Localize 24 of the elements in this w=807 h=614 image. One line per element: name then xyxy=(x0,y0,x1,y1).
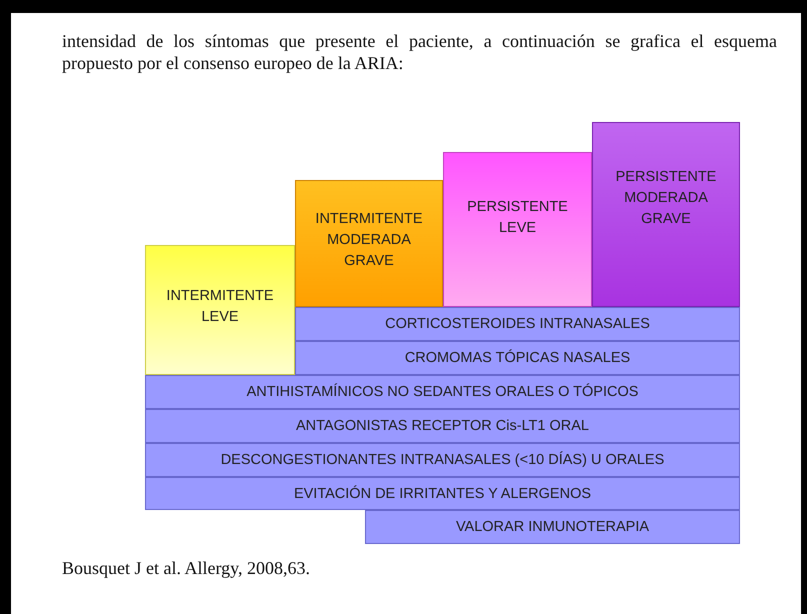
treatment-label: DESCONGESTIONANTES INTRANASALES (<10 DÍAS) U ORALES xyxy=(220,452,664,468)
treatment-bar xyxy=(145,375,740,409)
category-label: PERSISTENTE MODERADA GRAVE xyxy=(614,168,718,229)
category-box xyxy=(443,152,592,307)
category-box xyxy=(592,122,740,307)
treatment-label: EVITACIÓN DE IRRITANTES Y ALERGENOS xyxy=(294,486,592,502)
treatment-bar xyxy=(145,409,740,443)
category-label: INTERMITENTE LEVE xyxy=(165,287,275,327)
category-label: PERSISTENTE LEVE xyxy=(466,198,569,238)
treatment-bar xyxy=(365,510,740,544)
treatment-label: ANTIHISTAMÍNICOS NO SEDANTES ORALES O TÓPICOS xyxy=(246,384,638,400)
treatment-label: CROMOMAS TÓPICAS NASALES xyxy=(404,350,630,366)
treatment-label: VALORAR INMUNOTERAPIA xyxy=(456,519,650,535)
treatment-label: ANTAGONISTAS RECEPTOR Cis-LT1 ORAL xyxy=(296,418,589,434)
category-label: INTERMITENTE MODERADA GRAVE xyxy=(314,210,424,271)
treatment-bar xyxy=(295,341,740,375)
treatment-bar xyxy=(295,307,740,341)
category-box xyxy=(295,180,443,307)
category-box xyxy=(145,245,295,375)
treatment-bar xyxy=(145,477,740,510)
intro-paragraph: intensidad de los síntomas que presente el paciente, a continuación se grafica el esquema propuesto por el consenso europeo de la ARIA: xyxy=(62,30,777,74)
treatment-bar xyxy=(145,443,740,477)
citation: Bousquet J et al. Allergy, 2008,63. xyxy=(62,557,311,579)
treatment-label: CORTICOSTEROIDES INTRANASALES xyxy=(385,316,650,332)
